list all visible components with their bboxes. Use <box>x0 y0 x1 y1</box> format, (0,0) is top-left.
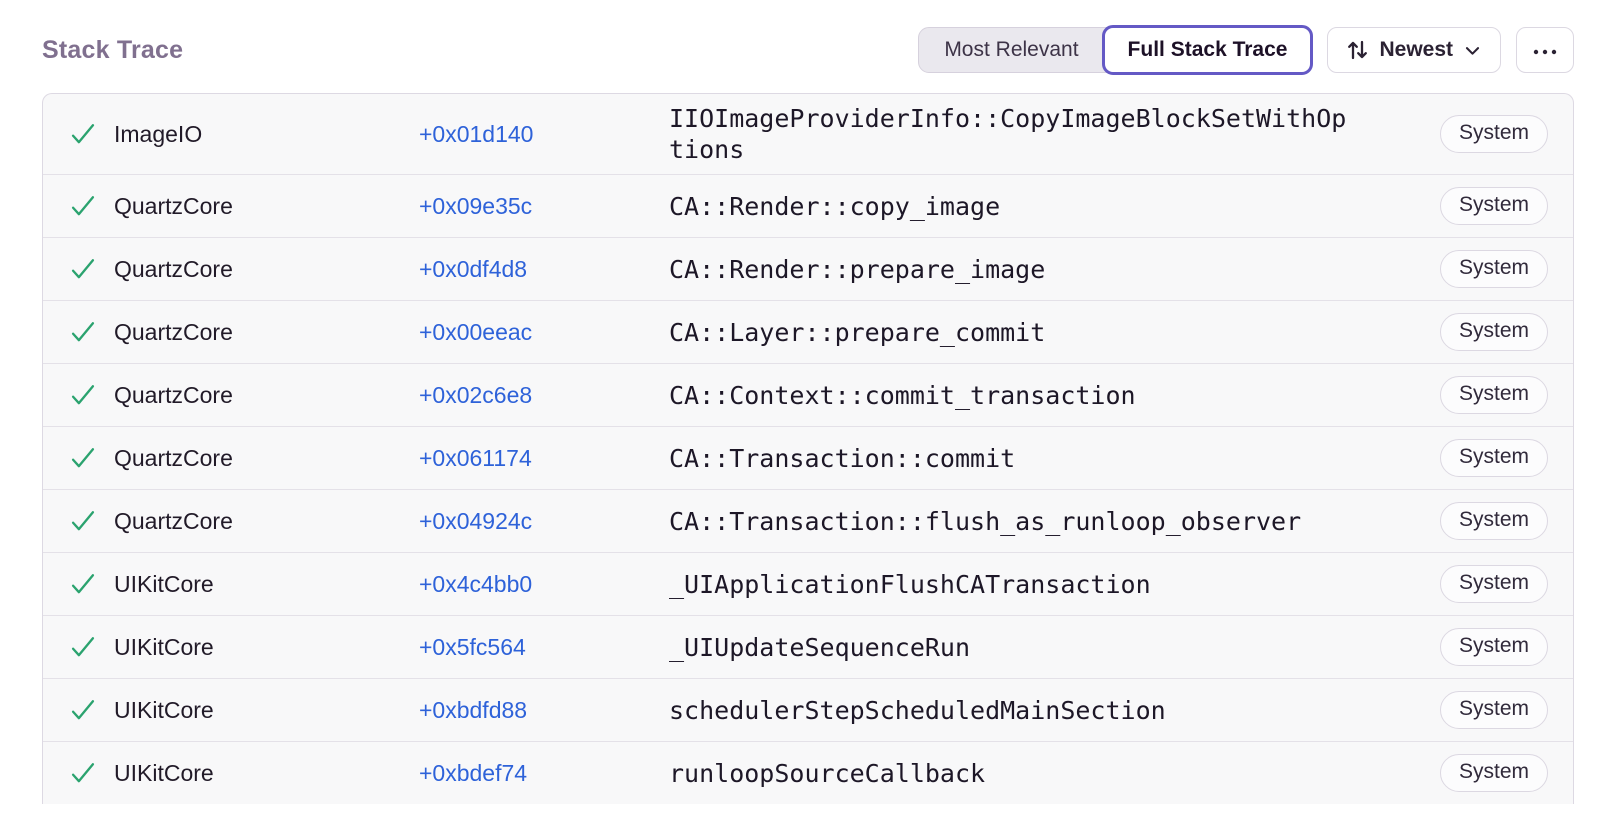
header-controls: Most Relevant Full Stack Trace Newest <box>918 25 1574 75</box>
frame-module: UIKitCore <box>114 633 214 660</box>
frame-system-badge: System <box>1439 754 1548 792</box>
stack-frame-row[interactable]: QuartzCore +0x00eeac CA::Layer::prepare_… <box>43 300 1573 363</box>
most-relevant-button[interactable]: Most Relevant <box>919 28 1103 72</box>
header-bar: Stack Trace Most Relevant Full Stack Tra… <box>42 20 1574 80</box>
stack-frame-row[interactable]: QuartzCore +0x0df4d8 CA::Render::prepare… <box>43 237 1573 300</box>
checkmark-icon <box>69 696 114 724</box>
more-options-button[interactable] <box>1516 27 1574 73</box>
frame-system-badge: System <box>1439 628 1548 666</box>
frame-function: _UIApplicationFlushCATransaction <box>669 569 1151 599</box>
stack-trace-table: ImageIO +0x01d140 IIOImageProviderInfo::… <box>42 93 1574 804</box>
frame-system-badge: System <box>1439 502 1548 540</box>
frame-address-link[interactable]: +0x01d140 <box>419 120 534 147</box>
stack-frame-row[interactable]: ImageIO +0x01d140 IIOImageProviderInfo::… <box>43 94 1573 174</box>
stack-frame-row[interactable]: QuartzCore +0x02c6e8 CA::Context::commit… <box>43 363 1573 426</box>
frame-system-badge: System <box>1439 313 1548 351</box>
stack-frame-row[interactable]: UIKitCore +0x4c4bb0 _UIApplicationFlushC… <box>43 552 1573 615</box>
frame-function: runloopSourceCallback <box>669 758 986 788</box>
stack-frame-row[interactable]: UIKitCore +0x5fc564 _UIUpdateSequenceRun… <box>43 615 1573 678</box>
frame-system-badge: System <box>1439 187 1548 225</box>
frame-system-badge: System <box>1439 565 1548 603</box>
frame-address-link[interactable]: +0x09e35c <box>419 192 533 219</box>
up-down-arrows-icon <box>1346 38 1369 62</box>
frame-module: QuartzCore <box>114 318 233 345</box>
frame-address-link[interactable]: +0x061174 <box>419 444 532 471</box>
chevron-down-icon <box>1463 41 1482 60</box>
stack-frame-row[interactable]: QuartzCore +0x061174 CA::Transaction::co… <box>43 426 1573 489</box>
frame-system-badge: System <box>1439 439 1548 477</box>
frame-function: IIOImageProviderInfo::CopyImageBlockSetW… <box>669 104 1347 164</box>
frame-module: UIKitCore <box>114 570 214 597</box>
checkmark-icon <box>69 633 114 661</box>
frame-module: UIKitCore <box>114 696 214 723</box>
checkmark-icon <box>69 507 114 535</box>
frame-function: _UIUpdateSequenceRun <box>669 632 971 662</box>
frame-module: QuartzCore <box>114 381 233 408</box>
frame-module: QuartzCore <box>114 192 233 219</box>
frame-module: QuartzCore <box>114 255 233 282</box>
frame-address-link[interactable]: +0x02c6e8 <box>419 381 533 408</box>
full-stack-trace-button[interactable]: Full Stack Trace <box>1101 25 1314 75</box>
frame-address-link[interactable]: +0x4c4bb0 <box>419 570 533 597</box>
frame-module: QuartzCore <box>114 507 233 534</box>
frame-address-link[interactable]: +0x5fc564 <box>419 633 526 660</box>
frame-function: schedulerStepScheduledMainSection <box>669 695 1166 725</box>
stack-frame-row[interactable]: UIKitCore +0xbdfd88 schedulerStepSchedul… <box>43 678 1573 741</box>
ellipsis-icon <box>1532 44 1558 56</box>
sort-newest-dropdown[interactable]: Newest <box>1327 27 1501 73</box>
checkmark-icon <box>69 255 114 283</box>
frame-function: CA::Render::copy_image <box>669 191 1001 221</box>
frame-module: ImageIO <box>114 120 203 147</box>
frame-address-link[interactable]: +0xbdfd88 <box>419 696 528 723</box>
frame-function: CA::Transaction::flush_as_runloop_observ… <box>669 506 1302 536</box>
checkmark-icon <box>69 120 114 148</box>
frame-address-link[interactable]: +0x04924c <box>419 507 533 534</box>
checkmark-icon <box>69 192 114 220</box>
stack-frame-row[interactable]: QuartzCore +0x09e35c CA::Render::copy_im… <box>43 174 1573 237</box>
stack-trace-panel: Stack Trace Most Relevant Full Stack Tra… <box>42 20 1574 804</box>
checkmark-icon <box>69 318 114 346</box>
frame-system-badge: System <box>1439 115 1548 153</box>
frame-address-link[interactable]: +0xbdef74 <box>419 759 528 786</box>
frame-address-link[interactable]: +0x0df4d8 <box>419 255 528 282</box>
frame-module: QuartzCore <box>114 444 233 471</box>
page-title: Stack Trace <box>42 35 184 64</box>
stack-frame-row[interactable]: QuartzCore +0x04924c CA::Transaction::fl… <box>43 489 1573 552</box>
checkmark-icon <box>69 570 114 598</box>
sort-dropdown-label: Newest <box>1379 38 1453 61</box>
checkmark-icon <box>69 444 114 472</box>
frame-function: CA::Render::prepare_image <box>669 254 1046 284</box>
frame-function: CA::Layer::prepare_commit <box>669 317 1046 347</box>
frame-system-badge: System <box>1439 691 1548 729</box>
checkmark-icon <box>69 381 114 409</box>
frame-module: UIKitCore <box>114 759 214 786</box>
stack-frame-row[interactable]: UIKitCore +0xbdef74 runloopSourceCallbac… <box>43 741 1573 804</box>
frame-system-badge: System <box>1439 250 1548 288</box>
trace-view-segmented-control: Most Relevant Full Stack Trace <box>918 25 1314 75</box>
checkmark-icon <box>69 759 114 787</box>
frame-address-link[interactable]: +0x00eeac <box>419 318 533 345</box>
frame-function: CA::Transaction::commit <box>669 443 1016 473</box>
frame-system-badge: System <box>1439 376 1548 414</box>
frame-function: CA::Context::commit_transaction <box>669 380 1136 410</box>
